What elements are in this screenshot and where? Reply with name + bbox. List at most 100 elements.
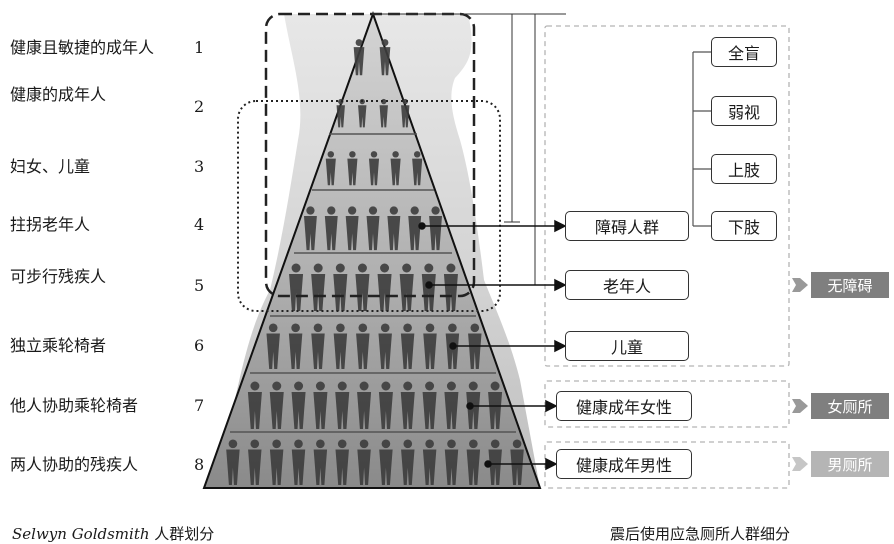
person-body <box>466 392 481 429</box>
person-body <box>444 392 459 429</box>
person-head <box>313 323 323 333</box>
person-head <box>359 381 369 391</box>
person-body <box>324 216 338 251</box>
person-head <box>370 151 378 158</box>
person-head <box>380 263 390 273</box>
person-head <box>272 439 281 449</box>
dotted-group-boundary <box>237 100 501 312</box>
right-caption: 震后使用应急厕所人群细分 <box>610 525 791 543</box>
person-head <box>250 381 260 391</box>
person-head <box>315 381 325 391</box>
level-7-label-line1: 健康的成年人 <box>10 85 107 104</box>
person-body <box>422 449 437 486</box>
accessible-tag: 无障碍 <box>811 272 889 298</box>
level-7-number: 2 <box>194 97 205 116</box>
person-head <box>272 381 282 391</box>
person-head <box>381 439 391 449</box>
level-8-label: 健康且敏捷的成年人 <box>10 38 155 57</box>
adult-female-box: 健康成年女性 <box>556 391 692 421</box>
person-body <box>311 274 326 311</box>
person-body <box>226 449 240 486</box>
person-body <box>356 333 370 370</box>
level-8-number: 1 <box>194 38 205 57</box>
person-body <box>444 449 459 486</box>
person-body <box>266 333 280 370</box>
person-body <box>288 333 303 370</box>
person-body <box>443 274 458 311</box>
person-head <box>337 439 347 449</box>
person-body <box>429 216 443 251</box>
person-head <box>424 263 434 273</box>
female-chevron <box>792 399 808 413</box>
level-4-number: 5 <box>194 276 205 295</box>
person-body <box>335 449 349 486</box>
person-body <box>333 274 348 311</box>
person-body <box>366 216 380 251</box>
person-head <box>447 439 456 449</box>
person-head <box>403 381 413 391</box>
subtype-lower-limb-box: 下肢 <box>711 211 777 241</box>
level-6-label: 妇女、儿童 <box>10 157 91 176</box>
pyramid-body <box>202 11 542 489</box>
subtype-blind-box: 全盲 <box>711 37 777 67</box>
person-head <box>389 206 398 215</box>
left-caption: Selwyn Goldsmith 人群划分 <box>12 523 214 544</box>
person-body <box>353 47 365 76</box>
tier-dividers <box>230 133 516 433</box>
person-head <box>392 151 399 158</box>
person-body <box>390 158 401 186</box>
person-body <box>377 274 392 311</box>
level-5-number: 4 <box>194 215 205 234</box>
person-body <box>313 392 328 429</box>
person-body <box>345 216 359 251</box>
female-toilet-tag: 女厕所 <box>811 393 889 419</box>
person-body <box>399 274 414 311</box>
person-body <box>378 392 393 429</box>
person-body <box>336 105 345 128</box>
person-body <box>347 158 358 186</box>
male-toilet-tag: 男厕所 <box>811 451 889 477</box>
person-head <box>446 263 456 273</box>
person-head <box>348 206 357 215</box>
person-body <box>445 333 460 370</box>
person-head <box>335 263 345 273</box>
person-head <box>431 206 440 215</box>
people-figures <box>226 39 524 486</box>
person-body <box>357 449 371 486</box>
person-head <box>359 439 369 449</box>
person-head <box>470 323 480 333</box>
person-head <box>381 381 391 391</box>
person-body <box>358 105 367 128</box>
person-head <box>327 206 336 215</box>
person-head <box>291 263 301 273</box>
accessible-chevron <box>792 278 808 292</box>
level-2-number: 7 <box>194 396 205 415</box>
person-head <box>357 263 367 273</box>
height-brackets <box>372 13 566 286</box>
person-body <box>401 449 415 486</box>
level-3-label: 独立乘轮椅者 <box>10 336 107 355</box>
person-body <box>357 392 372 429</box>
level-5-label: 拄拐老年人 <box>10 215 91 234</box>
person-head <box>448 323 457 333</box>
person-body <box>378 333 392 370</box>
person-head <box>250 439 260 449</box>
person-head <box>403 323 412 333</box>
person-head <box>469 439 478 449</box>
person-head <box>381 39 389 46</box>
person-body <box>468 333 482 370</box>
left-caption-author: Selwyn Goldsmith <box>12 525 150 543</box>
person-head <box>327 151 335 158</box>
elderly-group-box: 老年人 <box>565 270 689 300</box>
level-2-label: 他人协助乘轮椅者 <box>10 396 139 415</box>
person-head <box>425 381 435 391</box>
person-body <box>408 216 422 251</box>
person-body <box>422 392 437 429</box>
person-head <box>349 151 356 158</box>
person-body <box>313 449 328 486</box>
level-4-label-line1: 可步行残疾人 <box>10 267 107 286</box>
person-body <box>401 105 410 128</box>
person-body <box>335 392 350 429</box>
